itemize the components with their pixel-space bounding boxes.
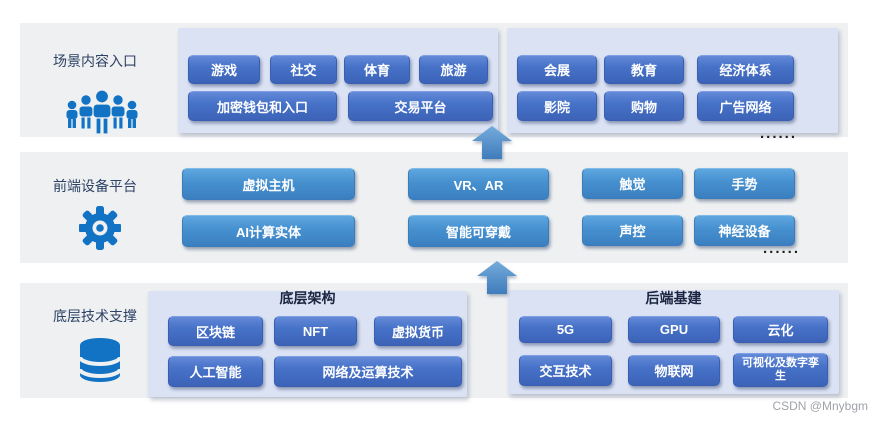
node-5g: 5G bbox=[519, 316, 612, 343]
node-crypto-wallet: 加密钱包和入口 bbox=[188, 91, 337, 121]
band3-label: 底层技术支撑 bbox=[53, 310, 137, 325]
up-arrow-icon bbox=[477, 261, 517, 294]
people-group-icon bbox=[66, 89, 138, 135]
node-visualization-digital-twin: 可视化及数字孪生 bbox=[733, 353, 828, 387]
right-panel-title: 后端基建 bbox=[645, 292, 702, 307]
gear-icon bbox=[79, 206, 121, 250]
node-voice-control: 声控 bbox=[582, 215, 683, 246]
band1-label: 场景内容入口 bbox=[53, 55, 137, 70]
node-expo: 会展 bbox=[517, 55, 597, 84]
node-sports: 体育 bbox=[344, 55, 410, 84]
node-travel: 旅游 bbox=[419, 55, 488, 84]
node-virtual-currency: 虚拟货币 bbox=[374, 316, 462, 346]
node-vr-ar: VR、AR bbox=[408, 168, 549, 200]
node-shopping: 购物 bbox=[604, 91, 684, 121]
node-education: 教育 bbox=[604, 55, 684, 84]
left-panel-title: 底层架构 bbox=[279, 292, 336, 307]
node-ai-compute: AI计算实体 bbox=[182, 215, 355, 247]
node-trading-platform: 交易平台 bbox=[348, 91, 493, 121]
database-icon bbox=[78, 338, 122, 382]
node-nft: NFT bbox=[274, 316, 357, 346]
node-games: 游戏 bbox=[188, 55, 260, 84]
node-iot: 物联网 bbox=[628, 355, 720, 386]
node-social: 社交 bbox=[270, 55, 337, 84]
node-cloudification: 云化 bbox=[733, 316, 828, 343]
node-virtual-host: 虚拟主机 bbox=[182, 168, 355, 200]
node-neural-device: 神经设备 bbox=[694, 215, 795, 246]
up-arrow-icon bbox=[472, 126, 512, 159]
band2-more-dots: ...... bbox=[763, 240, 801, 257]
node-haptics: 触觉 bbox=[582, 168, 683, 199]
node-cinema: 影院 bbox=[517, 91, 597, 121]
csdn-watermark: CSDN @Mnybgm bbox=[772, 399, 868, 413]
band1-more-dots: ...... bbox=[760, 125, 798, 142]
node-blockchain: 区块链 bbox=[168, 316, 263, 346]
band2-label: 前端设备平台 bbox=[53, 180, 137, 195]
node-wearables: 智能可穿戴 bbox=[408, 215, 549, 247]
node-network-computing: 网络及运算技术 bbox=[274, 356, 462, 387]
node-ai: 人工智能 bbox=[168, 356, 263, 387]
node-gesture: 手势 bbox=[694, 168, 795, 199]
node-ad-network: 广告网络 bbox=[697, 91, 794, 121]
node-economy: 经济体系 bbox=[697, 55, 794, 84]
node-gpu: GPU bbox=[628, 316, 720, 343]
node-interaction-tech: 交互技术 bbox=[519, 355, 612, 386]
